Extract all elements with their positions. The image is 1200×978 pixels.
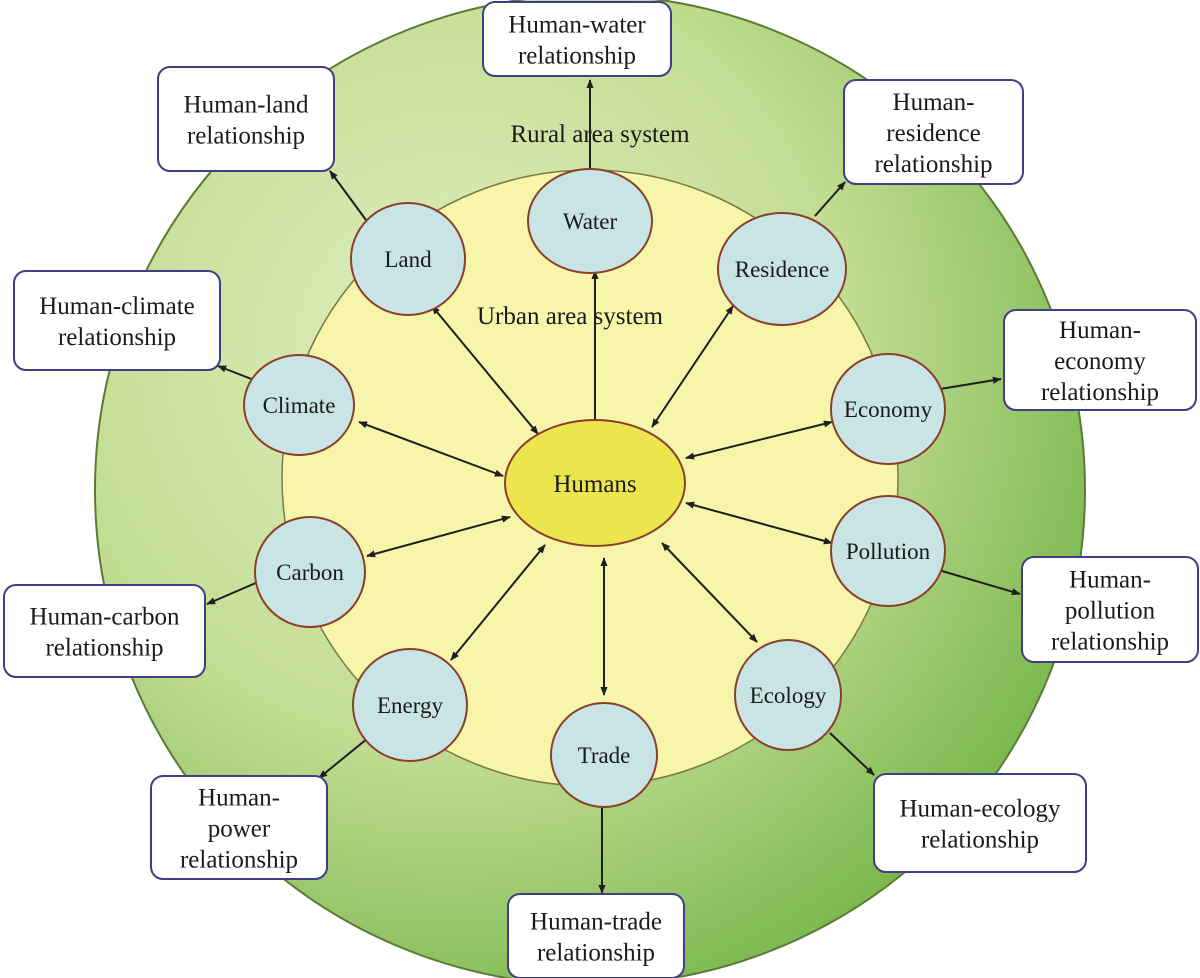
pollution-relationship-text-line: pollution bbox=[1065, 598, 1156, 625]
center-node-arrows bbox=[358, 270, 833, 696]
economy-relationship-text-line: Human- bbox=[1059, 317, 1141, 344]
climate-node bbox=[243, 354, 355, 456]
water-relationship-text-line: relationship bbox=[518, 43, 636, 70]
power-relationship-text-line: Human- bbox=[198, 785, 280, 812]
arrow-humans-energy bbox=[450, 544, 546, 661]
residence-relationship-text-line: relationship bbox=[874, 151, 992, 178]
arrow-humans-economy bbox=[685, 420, 833, 460]
arrow-climate-box bbox=[217, 365, 255, 381]
water-relationship-box bbox=[482, 1, 672, 77]
land-node bbox=[350, 202, 466, 316]
power-relationship-box bbox=[150, 775, 328, 880]
land-relationship-box bbox=[157, 66, 335, 172]
economy-relationship-text-line: relationship bbox=[1041, 379, 1159, 406]
arrow-humans-land bbox=[431, 305, 539, 435]
climate-relationship-box bbox=[13, 270, 221, 371]
humans-node bbox=[504, 419, 686, 547]
land-node-label: Land bbox=[384, 247, 432, 272]
land-relationship-text-line: relationship bbox=[187, 123, 305, 150]
economy-node bbox=[830, 353, 946, 465]
land-relationship-text-line: Human-land bbox=[184, 92, 309, 119]
node-box-arrows bbox=[206, 79, 1021, 894]
climate-node-label: Climate bbox=[263, 393, 336, 418]
pollution-relationship-text-line: Human- bbox=[1069, 567, 1151, 594]
carbon-relationship-text-line: Human-carbon bbox=[30, 604, 180, 631]
arrow-pollution-box bbox=[941, 570, 1021, 596]
energy-node-label: Energy bbox=[377, 693, 444, 718]
carbon-relationship-text-line: relationship bbox=[45, 635, 163, 662]
power-relationship-text-line: relationship bbox=[180, 847, 298, 874]
trade-relationship-text-line: relationship bbox=[537, 940, 655, 967]
arrow-residence-box bbox=[814, 181, 846, 217]
arrow-economy-box bbox=[933, 376, 1002, 391]
climate-relationship-text-line: relationship bbox=[58, 324, 176, 351]
trade-relationship-box bbox=[507, 893, 685, 978]
arrow-energy-box bbox=[318, 737, 369, 779]
water-node bbox=[527, 168, 653, 274]
residence-node bbox=[717, 212, 847, 326]
ecology-relationship-box bbox=[873, 773, 1087, 873]
residence-relationship-text-line: Human- bbox=[893, 89, 975, 116]
pollution-node-label: Pollution bbox=[846, 539, 931, 564]
urban-area-label: Urban area system bbox=[477, 303, 664, 330]
ecology-relationship-text-line: Human-ecology bbox=[899, 796, 1061, 823]
pollution-node bbox=[830, 495, 946, 607]
arrow-humans-pollution bbox=[685, 501, 833, 545]
trade-node-label: Trade bbox=[578, 743, 631, 768]
water-relationship-text-line: Human-water bbox=[508, 12, 646, 39]
relationship-boxes: Human-waterrelationshipHuman-landrelatio… bbox=[3, 1, 1199, 978]
residence-node-label: Residence bbox=[735, 257, 830, 282]
power-relationship-text-line: power bbox=[208, 816, 271, 843]
arrow-humans-carbon bbox=[366, 515, 511, 558]
pollution-relationship-box bbox=[1021, 556, 1199, 663]
water-node-label: Water bbox=[563, 209, 618, 234]
arrow-humans-residence bbox=[651, 305, 734, 428]
economy-relationship-text-line: economy bbox=[1054, 348, 1146, 375]
arrow-humans-climate bbox=[358, 421, 504, 477]
economy-node-label: Economy bbox=[844, 397, 933, 422]
energy-node bbox=[352, 648, 468, 762]
trade-relationship-text-line: Human-trade bbox=[530, 909, 662, 936]
ecology-relationship-text-line: relationship bbox=[921, 827, 1039, 854]
trade-node bbox=[550, 702, 658, 808]
carbon-node bbox=[254, 516, 366, 628]
carbon-node-label: Carbon bbox=[276, 560, 344, 585]
economy-relationship-box bbox=[1003, 309, 1197, 411]
ecology-node bbox=[734, 639, 842, 751]
residence-relationship-text-line: residence bbox=[886, 120, 980, 147]
carbon-relationship-box bbox=[3, 584, 206, 678]
climate-relationship-text-line: Human-climate bbox=[39, 293, 195, 320]
residence-relationship-box bbox=[843, 79, 1024, 185]
rural-area-label: Rural area system bbox=[510, 121, 690, 148]
ecology-node-label: Ecology bbox=[750, 683, 827, 708]
arrow-land-box bbox=[329, 170, 367, 221]
arrow-ecology-box bbox=[829, 732, 875, 776]
pollution-relationship-text-line: relationship bbox=[1051, 629, 1169, 656]
arrow-carbon-box bbox=[206, 581, 259, 605]
humans-label: Humans bbox=[553, 471, 636, 498]
arrow-humans-ecology bbox=[661, 542, 758, 643]
